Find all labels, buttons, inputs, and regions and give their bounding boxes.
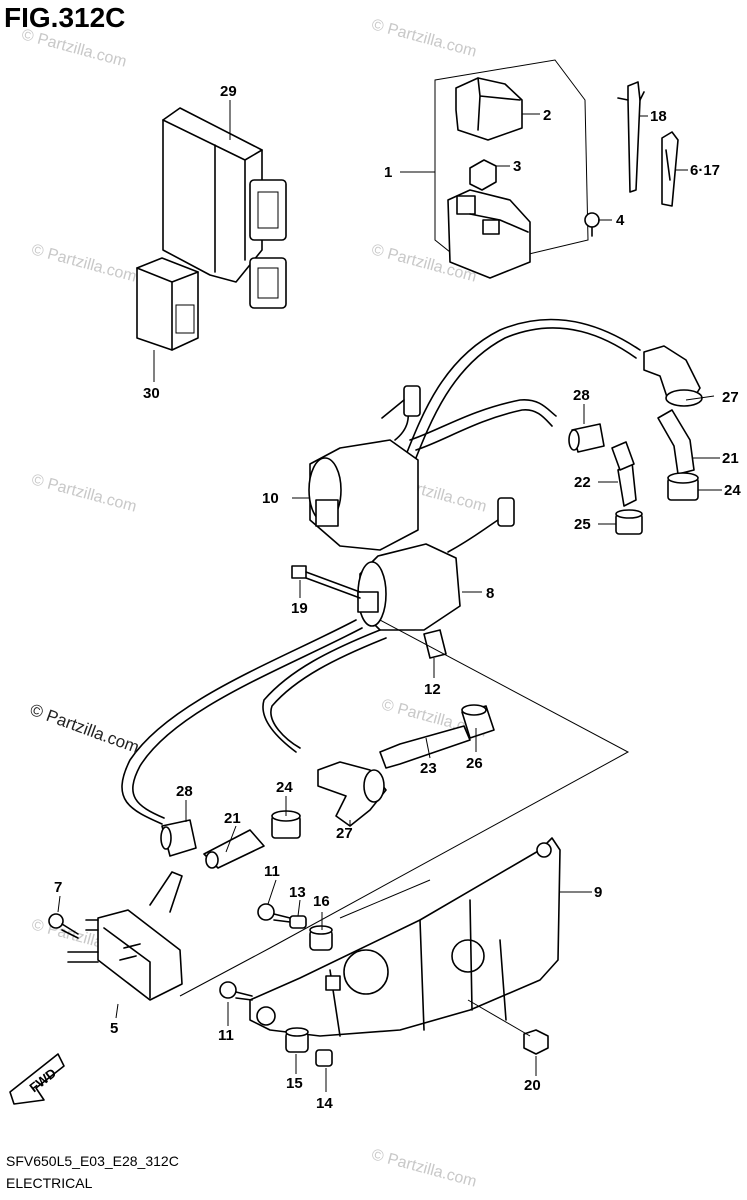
callout-29: 29 bbox=[220, 83, 237, 100]
plug-cap-cover-lower[interactable] bbox=[160, 819, 197, 857]
cable-clamp[interactable] bbox=[617, 81, 645, 193]
boot-lower[interactable] bbox=[379, 725, 471, 769]
callout-4: 4 bbox=[616, 212, 625, 229]
ignition-coil-lower[interactable] bbox=[357, 497, 515, 631]
callout-14: 14 bbox=[316, 1095, 333, 1112]
callout-6-17: 6·17 bbox=[690, 162, 720, 179]
figure-title: FIG.312C bbox=[4, 2, 126, 33]
cap-ring[interactable] bbox=[615, 509, 643, 535]
relay[interactable] bbox=[136, 257, 199, 351]
nut[interactable] bbox=[523, 1029, 549, 1055]
spark-plug-cap-elbow-lower[interactable] bbox=[317, 761, 387, 827]
callout-20: 20 bbox=[524, 1077, 541, 1094]
callout-19: 19 bbox=[291, 600, 308, 617]
boot-upper[interactable] bbox=[657, 409, 695, 475]
callout-15: 15 bbox=[286, 1075, 303, 1092]
callout-3: 3 bbox=[513, 158, 521, 175]
fwd-arrow-icon: FWD bbox=[9, 1053, 65, 1105]
regulator-rectifier[interactable] bbox=[67, 871, 183, 1001]
spacer[interactable] bbox=[423, 629, 447, 659]
callout-9: 9 bbox=[594, 884, 602, 901]
callout-28-upper: 28 bbox=[573, 387, 590, 404]
callout-11-lower: 11 bbox=[218, 1027, 234, 1044]
callout-27-lower: 27 bbox=[336, 825, 353, 842]
callout-28-lower: 28 bbox=[176, 783, 193, 800]
spark-plug-cap-elbow[interactable] bbox=[643, 345, 703, 407]
collar[interactable] bbox=[289, 915, 307, 929]
callout-12: 12 bbox=[424, 681, 441, 698]
callout-25: 25 bbox=[574, 516, 591, 533]
grommet-15[interactable] bbox=[285, 1027, 309, 1053]
spark-plug-wire-upper bbox=[399, 318, 641, 479]
spark-plug-wire-lower bbox=[121, 619, 387, 825]
fuse[interactable] bbox=[469, 159, 497, 191]
callout-11-upper: 11 bbox=[264, 863, 280, 880]
collar-14[interactable] bbox=[315, 1049, 333, 1067]
callout-1: 1 bbox=[384, 164, 392, 181]
screw[interactable] bbox=[584, 212, 600, 237]
callout-7: 7 bbox=[54, 879, 62, 896]
callout-8: 8 bbox=[486, 585, 494, 602]
grommet-16[interactable] bbox=[309, 925, 333, 951]
callout-26: 26 bbox=[466, 755, 483, 772]
leader-lines bbox=[57, 100, 722, 1092]
callout-5: 5 bbox=[110, 1020, 118, 1037]
callout-24-lower: 24 bbox=[276, 779, 293, 796]
callout-22: 22 bbox=[574, 474, 591, 491]
callout-13: 13 bbox=[289, 884, 306, 901]
figure-code: SFV650L5_E03_E28_312C bbox=[6, 1153, 179, 1169]
callout-labels: 29 1 2 3 4 18 6·17 30 27 28 21 22 24 10 … bbox=[54, 83, 741, 1112]
callout-16: 16 bbox=[313, 893, 330, 910]
callout-21-upper: 21 bbox=[722, 450, 739, 467]
ignition-coil-upper[interactable] bbox=[308, 385, 421, 551]
callout-24-upper: 24 bbox=[724, 482, 741, 499]
relay-cover[interactable] bbox=[455, 77, 523, 141]
cap-lower[interactable] bbox=[461, 704, 495, 739]
callout-30: 30 bbox=[143, 385, 160, 402]
coil-bolt[interactable] bbox=[291, 565, 361, 599]
grommet-upper[interactable] bbox=[667, 472, 699, 501]
seal-tube[interactable] bbox=[611, 441, 637, 507]
bolt-7[interactable] bbox=[48, 913, 79, 939]
callout-2: 2 bbox=[543, 107, 551, 124]
callout-10: 10 bbox=[262, 490, 279, 507]
callout-21-lower: 21 bbox=[224, 810, 241, 827]
mounting-bracket[interactable] bbox=[249, 837, 561, 1037]
figure-category: ELECTRICAL bbox=[6, 1175, 93, 1191]
boot-lower-21[interactable] bbox=[203, 829, 265, 869]
starter-relay-body[interactable] bbox=[447, 189, 531, 279]
plug-cap-cover[interactable] bbox=[568, 423, 605, 453]
callout-27-upper: 27 bbox=[722, 389, 739, 406]
holder-clamp[interactable] bbox=[661, 131, 679, 207]
callout-18: 18 bbox=[650, 108, 667, 125]
bolt-11-upper[interactable] bbox=[257, 903, 291, 923]
callout-23: 23 bbox=[420, 760, 437, 777]
starter-relay-box bbox=[434, 59, 589, 269]
ecm-unit[interactable] bbox=[162, 107, 287, 309]
bolt-11-lower[interactable] bbox=[219, 981, 253, 1001]
